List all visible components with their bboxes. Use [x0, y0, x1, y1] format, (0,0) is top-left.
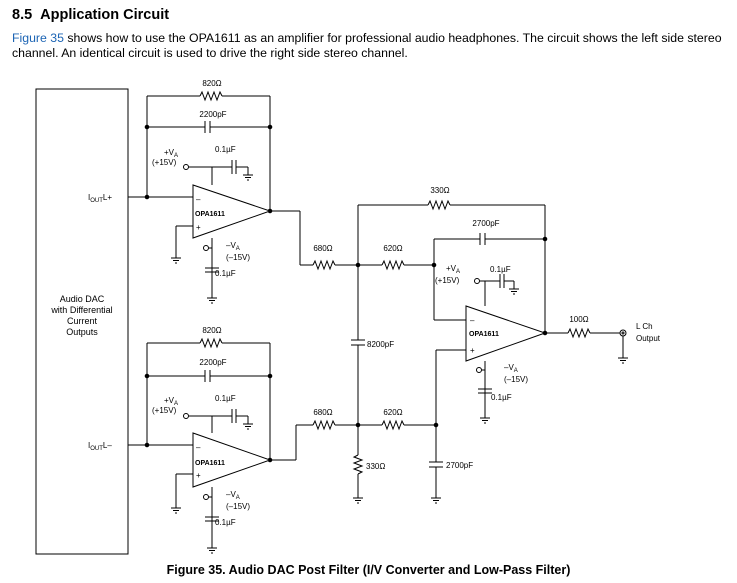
opamp-out-minus: –	[470, 316, 475, 325]
vneg-top-value: (–15V)	[226, 253, 250, 262]
c2200-bot-label: 2200pF	[199, 358, 226, 367]
vneg-top-label: –VA	[226, 241, 240, 252]
vpos-top-label: +VA	[164, 148, 178, 159]
c2700-fb-label: 2700pF	[472, 219, 499, 228]
vpos-bot-label: +VA	[164, 396, 178, 407]
output-label-1: L Ch	[636, 322, 653, 331]
opamp-top-minus: –	[196, 195, 201, 204]
r100-label: 100Ω	[569, 315, 588, 324]
intro-text: shows how to use the OPA1611 as an ampli…	[12, 31, 722, 60]
r330-gnd-label: 330Ω	[366, 462, 385, 471]
filter-output-stage	[351, 199, 629, 504]
vpos-out-value: (+15V)	[435, 276, 460, 285]
opamp-top-plus: +	[196, 223, 201, 232]
vpos-out-label: +VA	[446, 264, 460, 275]
vpos-top-value: (+15V)	[152, 158, 177, 167]
opamp-out-label: OPA1611	[469, 331, 499, 338]
figure-caption: Figure 35. Audio DAC Post Filter (I/V Co…	[166, 563, 571, 577]
opamp-bot-plus: +	[196, 471, 201, 480]
vneg-out-label: –VA	[504, 363, 518, 374]
section-number: 8.5	[12, 7, 33, 23]
r680-top-label: 680Ω	[313, 244, 332, 253]
r820-top-label: 820Ω	[202, 79, 221, 88]
iout-neg-label: IOUTL–	[88, 441, 112, 452]
output-label-2: Output	[636, 334, 661, 343]
vneg-bot-value: (–15V)	[226, 502, 250, 511]
cap-top-v-plus-label: 0.1µF	[215, 145, 236, 154]
section-heading: 8.5 Application Circuit	[12, 7, 169, 23]
cap-bot-v-minus-label: 0.1µF	[215, 518, 236, 527]
dac-label-2: with Differential	[50, 305, 112, 315]
vpos-bot-value: (+15V)	[152, 406, 177, 415]
r680-bot-label: 680Ω	[313, 408, 332, 417]
cap-out-v-plus-label: 0.1µF	[490, 265, 511, 274]
top-iv-stage	[128, 90, 434, 304]
r620-top-label: 620Ω	[383, 244, 402, 253]
bottom-iv-stage	[128, 337, 436, 554]
c2700-gnd-label: 2700pF	[446, 461, 473, 470]
cap-bot-v-plus-label: 0.1µF	[215, 394, 236, 403]
r620-bot-label: 620Ω	[383, 408, 402, 417]
section-title: Application Circuit	[40, 7, 170, 23]
intro-paragraph: Figure 35 shows how to use the OPA1611 a…	[12, 31, 724, 60]
c8200-label: 8200pF	[367, 340, 394, 349]
r820-bot-label: 820Ω	[202, 326, 221, 335]
c2200-top-label: 2200pF	[199, 110, 226, 119]
cap-out-v-minus-label: 0.1µF	[491, 393, 512, 402]
dac-block	[35, 88, 129, 555]
opamp-bot-minus: –	[196, 443, 201, 452]
r330-top-label: 330Ω	[430, 186, 449, 195]
opamp-out-plus: +	[470, 346, 475, 355]
dac-label-4: Outputs	[66, 327, 98, 337]
dac-label-3: Current	[67, 316, 98, 326]
figure-link[interactable]: Figure 35	[12, 31, 64, 45]
opamp-bot-label: OPA1611	[195, 460, 225, 467]
dac-label-1: Audio DAC	[60, 294, 105, 304]
iout-pos-label: IOUTL+	[88, 193, 112, 204]
vneg-bot-label: –VA	[226, 490, 240, 501]
opamp-top-label: OPA1611	[195, 211, 225, 218]
vneg-out-value: (–15V)	[504, 375, 528, 384]
cap-top-v-minus-label: 0.1µF	[215, 269, 236, 278]
